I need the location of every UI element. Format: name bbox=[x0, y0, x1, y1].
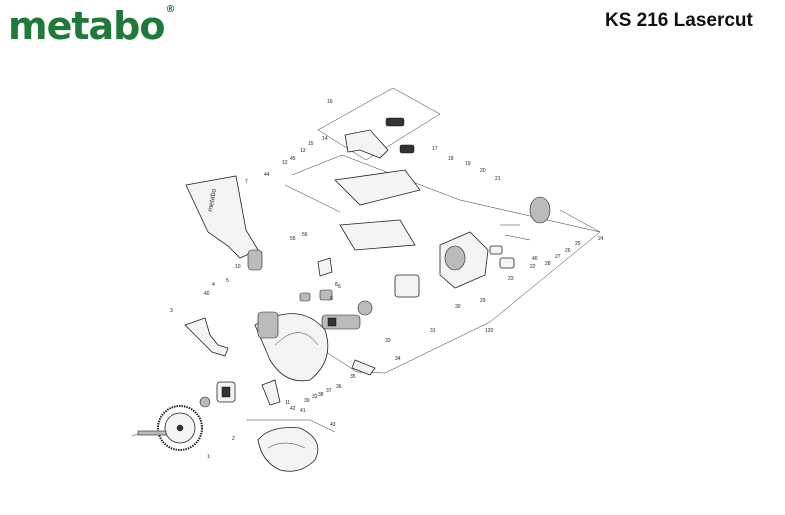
flange-parts bbox=[199, 381, 236, 408]
brand-name: metabo bbox=[8, 4, 165, 48]
part-label-46: 46 bbox=[532, 256, 538, 262]
part-label-33: 33 bbox=[385, 338, 391, 344]
part-label-18: 18 bbox=[448, 156, 454, 162]
part-label-12: 12 bbox=[282, 160, 288, 166]
part-label-29: 29 bbox=[480, 298, 486, 304]
part-label-13: 13 bbox=[300, 148, 306, 154]
model-title: KS 216 Lasercut bbox=[605, 10, 753, 31]
dust-bag: metabo bbox=[185, 175, 263, 271]
part-label-22: 22 bbox=[530, 264, 536, 270]
brand-registered-mark: ® bbox=[165, 4, 175, 15]
part-label-34: 34 bbox=[395, 356, 401, 362]
part-label-4: 4 bbox=[212, 282, 215, 288]
part-label-36: 36 bbox=[336, 384, 342, 390]
part-label-38: 38 bbox=[318, 392, 324, 398]
part-label-43: 43 bbox=[330, 422, 336, 428]
part-label-40: 40 bbox=[204, 291, 210, 297]
part-label-19: 19 bbox=[465, 161, 471, 167]
part-label-2: 2 bbox=[232, 436, 235, 442]
part-label-15: 15 bbox=[308, 141, 314, 147]
part-label-6: 6 bbox=[338, 284, 341, 290]
part-label-42: 42 bbox=[290, 406, 296, 412]
part-label-39: 39 bbox=[304, 398, 310, 404]
motor-housing bbox=[439, 231, 489, 289]
part-label-28: 28 bbox=[545, 261, 551, 267]
part-label-11: 11 bbox=[285, 400, 290, 406]
part-label-55: 55 bbox=[290, 236, 296, 242]
part-label-30: 30 bbox=[455, 304, 461, 310]
motor-parts bbox=[321, 274, 420, 330]
part-label-41: 41 bbox=[300, 408, 306, 414]
upper-guard bbox=[254, 311, 329, 382]
part-label-120: 120 bbox=[485, 328, 494, 334]
dust-bag-brand: metabo bbox=[207, 188, 218, 212]
part-label-45: 45 bbox=[290, 156, 296, 162]
part-label-20: 20 bbox=[480, 168, 486, 174]
part-label-7: 7 bbox=[245, 179, 248, 185]
handle-assembly bbox=[334, 117, 421, 251]
part-label-1: 1 bbox=[207, 454, 210, 460]
part-label-37: 37 bbox=[326, 388, 332, 394]
part-label-21: 21 bbox=[495, 176, 501, 182]
part-label-3: 3 bbox=[170, 308, 173, 314]
part-label-24: 24 bbox=[598, 236, 604, 242]
part-label-16: 16 bbox=[327, 99, 333, 105]
fastener-lines bbox=[131, 184, 601, 437]
lower-guard bbox=[257, 427, 319, 472]
brand-logo: metabo® bbox=[8, 4, 175, 48]
part-label-32: 32 bbox=[312, 394, 318, 400]
saw-blade bbox=[137, 405, 203, 451]
part-label-8: 8 bbox=[335, 282, 338, 288]
part-number-labels: 1234567891011121314151617181920212223242… bbox=[170, 99, 604, 460]
part-label-25: 25 bbox=[575, 241, 581, 247]
part-label-31: 31 bbox=[430, 328, 436, 334]
part-label-26: 26 bbox=[565, 248, 571, 254]
part-label-10: 10 bbox=[235, 264, 241, 270]
part-label-56: 56 bbox=[302, 232, 308, 238]
part-label-44: 44 bbox=[264, 172, 270, 178]
part-label-27: 27 bbox=[555, 254, 561, 260]
part-label-14: 14 bbox=[322, 136, 328, 142]
part-label-9: 9 bbox=[330, 296, 333, 302]
part-label-17: 17 bbox=[432, 146, 438, 152]
part-label-23: 23 bbox=[508, 276, 514, 282]
part-label-35: 35 bbox=[350, 374, 356, 380]
brackets bbox=[184, 257, 376, 406]
end-cap bbox=[489, 196, 551, 269]
part-label-5: 5 bbox=[226, 278, 229, 284]
